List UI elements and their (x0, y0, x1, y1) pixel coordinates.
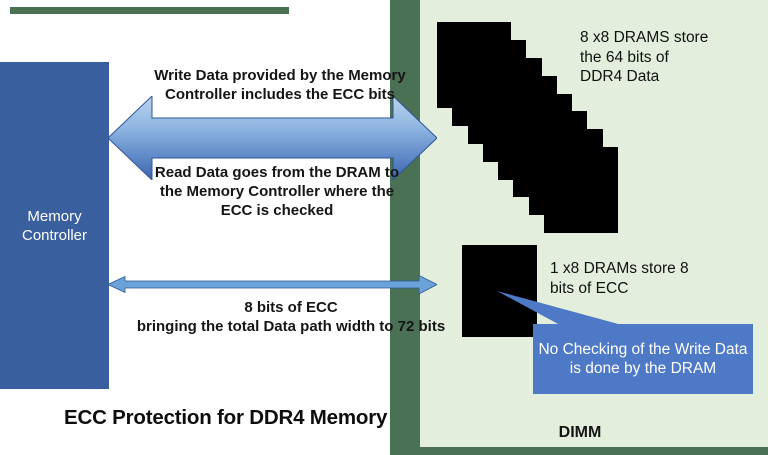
dram-chip (544, 147, 618, 233)
diagram-title: ECC Protection for DDR4 Memory (64, 406, 388, 429)
memory-controller-box: Memory Controller (0, 62, 109, 389)
data-dram-note-line1: 8 x8 DRAMS store (580, 29, 709, 46)
memory-controller-label-line1: Memory (27, 207, 82, 225)
ecc-bits-text: 8 bits of ECC bringing the total Data pa… (91, 299, 491, 336)
bottom-accent-strip (420, 447, 768, 455)
write-data-line1: Write Data provided by the Memory (154, 67, 406, 84)
ecc-dram-note: 1 x8 DRAMs store 8 bits of ECC (550, 259, 689, 298)
write-data-line2: Controller includes the ECC bits (164, 86, 396, 103)
memory-controller-label-line2: Controller (21, 226, 88, 244)
data-dram-note-line3: DDR4 Data (580, 68, 660, 85)
top-accent-bar (10, 7, 289, 14)
ecc-bits-line1: 8 bits of ECC (244, 299, 338, 316)
read-data-line3: ECC is checked (220, 202, 334, 219)
write-data-text: Write Data provided by the Memory Contro… (100, 66, 460, 104)
data-dram-note: 8 x8 DRAMS store the 64 bits of DDR4 Dat… (580, 28, 708, 87)
ecc-dram-chip (462, 245, 537, 337)
callout-line1: No Checking of the Write Data (538, 341, 748, 358)
ecc-bits-line2: bringing the total Data path width to 72… (136, 317, 446, 335)
ecc-dram-note-line1: 1 x8 DRAMs store 8 (550, 260, 689, 277)
read-data-text: Read Data goes from the DRAM to the Memo… (97, 163, 457, 220)
dimm-label: DIMM (558, 424, 602, 441)
callout-box: No Checking of the Write Data is done by… (533, 324, 753, 394)
ecc-dram-note-line2: bits of ECC (550, 279, 629, 297)
data-dram-note-line2: the 64 bits of (580, 48, 669, 66)
callout-line2: is done by the DRAM (569, 360, 717, 377)
data-double-arrow (108, 96, 437, 180)
read-data-line2: the Memory Controller where the (159, 183, 395, 200)
vertical-divider-strip (390, 0, 420, 455)
ecc-arrow (108, 275, 437, 295)
callout-pointer (497, 291, 622, 325)
read-data-line1: Read Data goes from the DRAM to (154, 164, 400, 181)
